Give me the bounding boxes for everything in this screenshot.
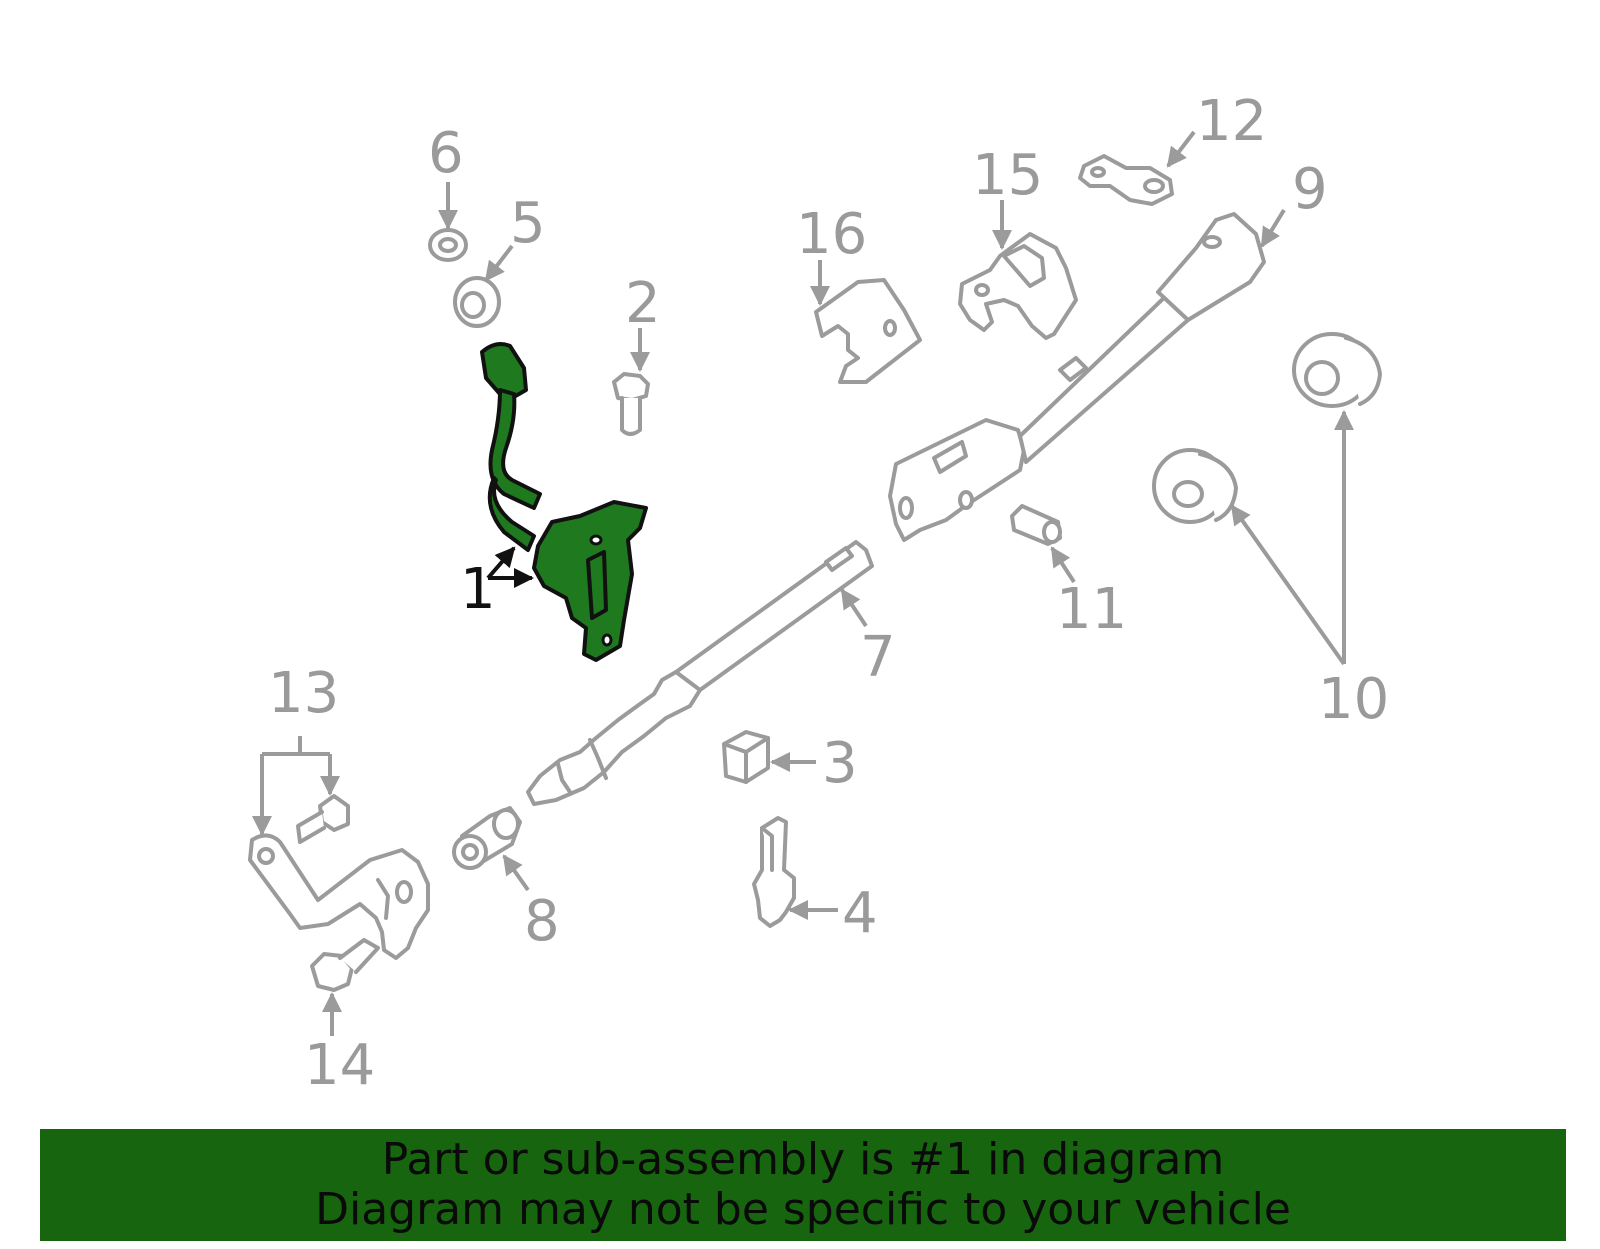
banner-line-2: Diagram may not be specific to your vehi… <box>315 1184 1291 1235</box>
callout-11: 11 <box>1056 577 1127 642</box>
callout-3: 3 <box>822 731 858 796</box>
info-banner: Part or sub-assembly is #1 in diagram Di… <box>40 1129 1566 1241</box>
callout-6: 6 <box>428 121 464 186</box>
part-7-lower-shaft <box>526 540 874 806</box>
callout-8: 8 <box>524 889 560 954</box>
callout-2: 2 <box>625 271 661 336</box>
callout-15: 15 <box>972 143 1043 208</box>
part-13-bracket <box>248 833 430 960</box>
callout-12: 12 <box>1196 89 1267 154</box>
part-10-bushing-b <box>1152 448 1238 524</box>
banner-line-1: Part or sub-assembly is #1 in diagram <box>381 1134 1225 1185</box>
callout-9: 9 <box>1292 157 1328 222</box>
part-3-clip <box>722 730 770 784</box>
callout-14: 14 <box>304 1033 375 1098</box>
part-2-bolt <box>612 372 650 436</box>
part-9-upper-shaft <box>888 212 1266 542</box>
leader-9 <box>1260 208 1286 248</box>
part-13-bolt <box>296 794 350 844</box>
part-4-key <box>752 816 796 928</box>
part-5-bushing <box>453 276 501 328</box>
callout-16: 16 <box>796 202 867 267</box>
part-16-bracket <box>814 278 922 384</box>
leader-10a <box>1230 504 1346 666</box>
leader-11 <box>1050 546 1076 584</box>
part-14-bolt <box>310 938 380 992</box>
leader-8 <box>502 854 530 892</box>
callout-1: 1 <box>460 557 496 622</box>
callout-13: 13 <box>268 661 339 726</box>
leader-1a <box>486 546 516 580</box>
leader-12 <box>1166 130 1196 168</box>
part-1-lever-assembly <box>480 342 648 662</box>
part-10-bushing-a <box>1292 332 1382 408</box>
part-12-clip <box>1078 154 1174 206</box>
part-8-bushing <box>452 806 522 870</box>
part-11-pin <box>1010 504 1062 546</box>
part-15-switch <box>958 232 1078 340</box>
part-6-washer <box>428 228 468 262</box>
leader-5 <box>484 244 514 282</box>
callout-5: 5 <box>510 191 546 256</box>
callout-4: 4 <box>842 881 878 946</box>
leader-13-bar <box>262 736 330 756</box>
leader-7 <box>840 588 868 628</box>
parts-diagram: 6 5 2 1 16 15 <box>248 89 1389 1098</box>
callout-7: 7 <box>860 625 896 690</box>
callout-10: 10 <box>1318 667 1389 732</box>
